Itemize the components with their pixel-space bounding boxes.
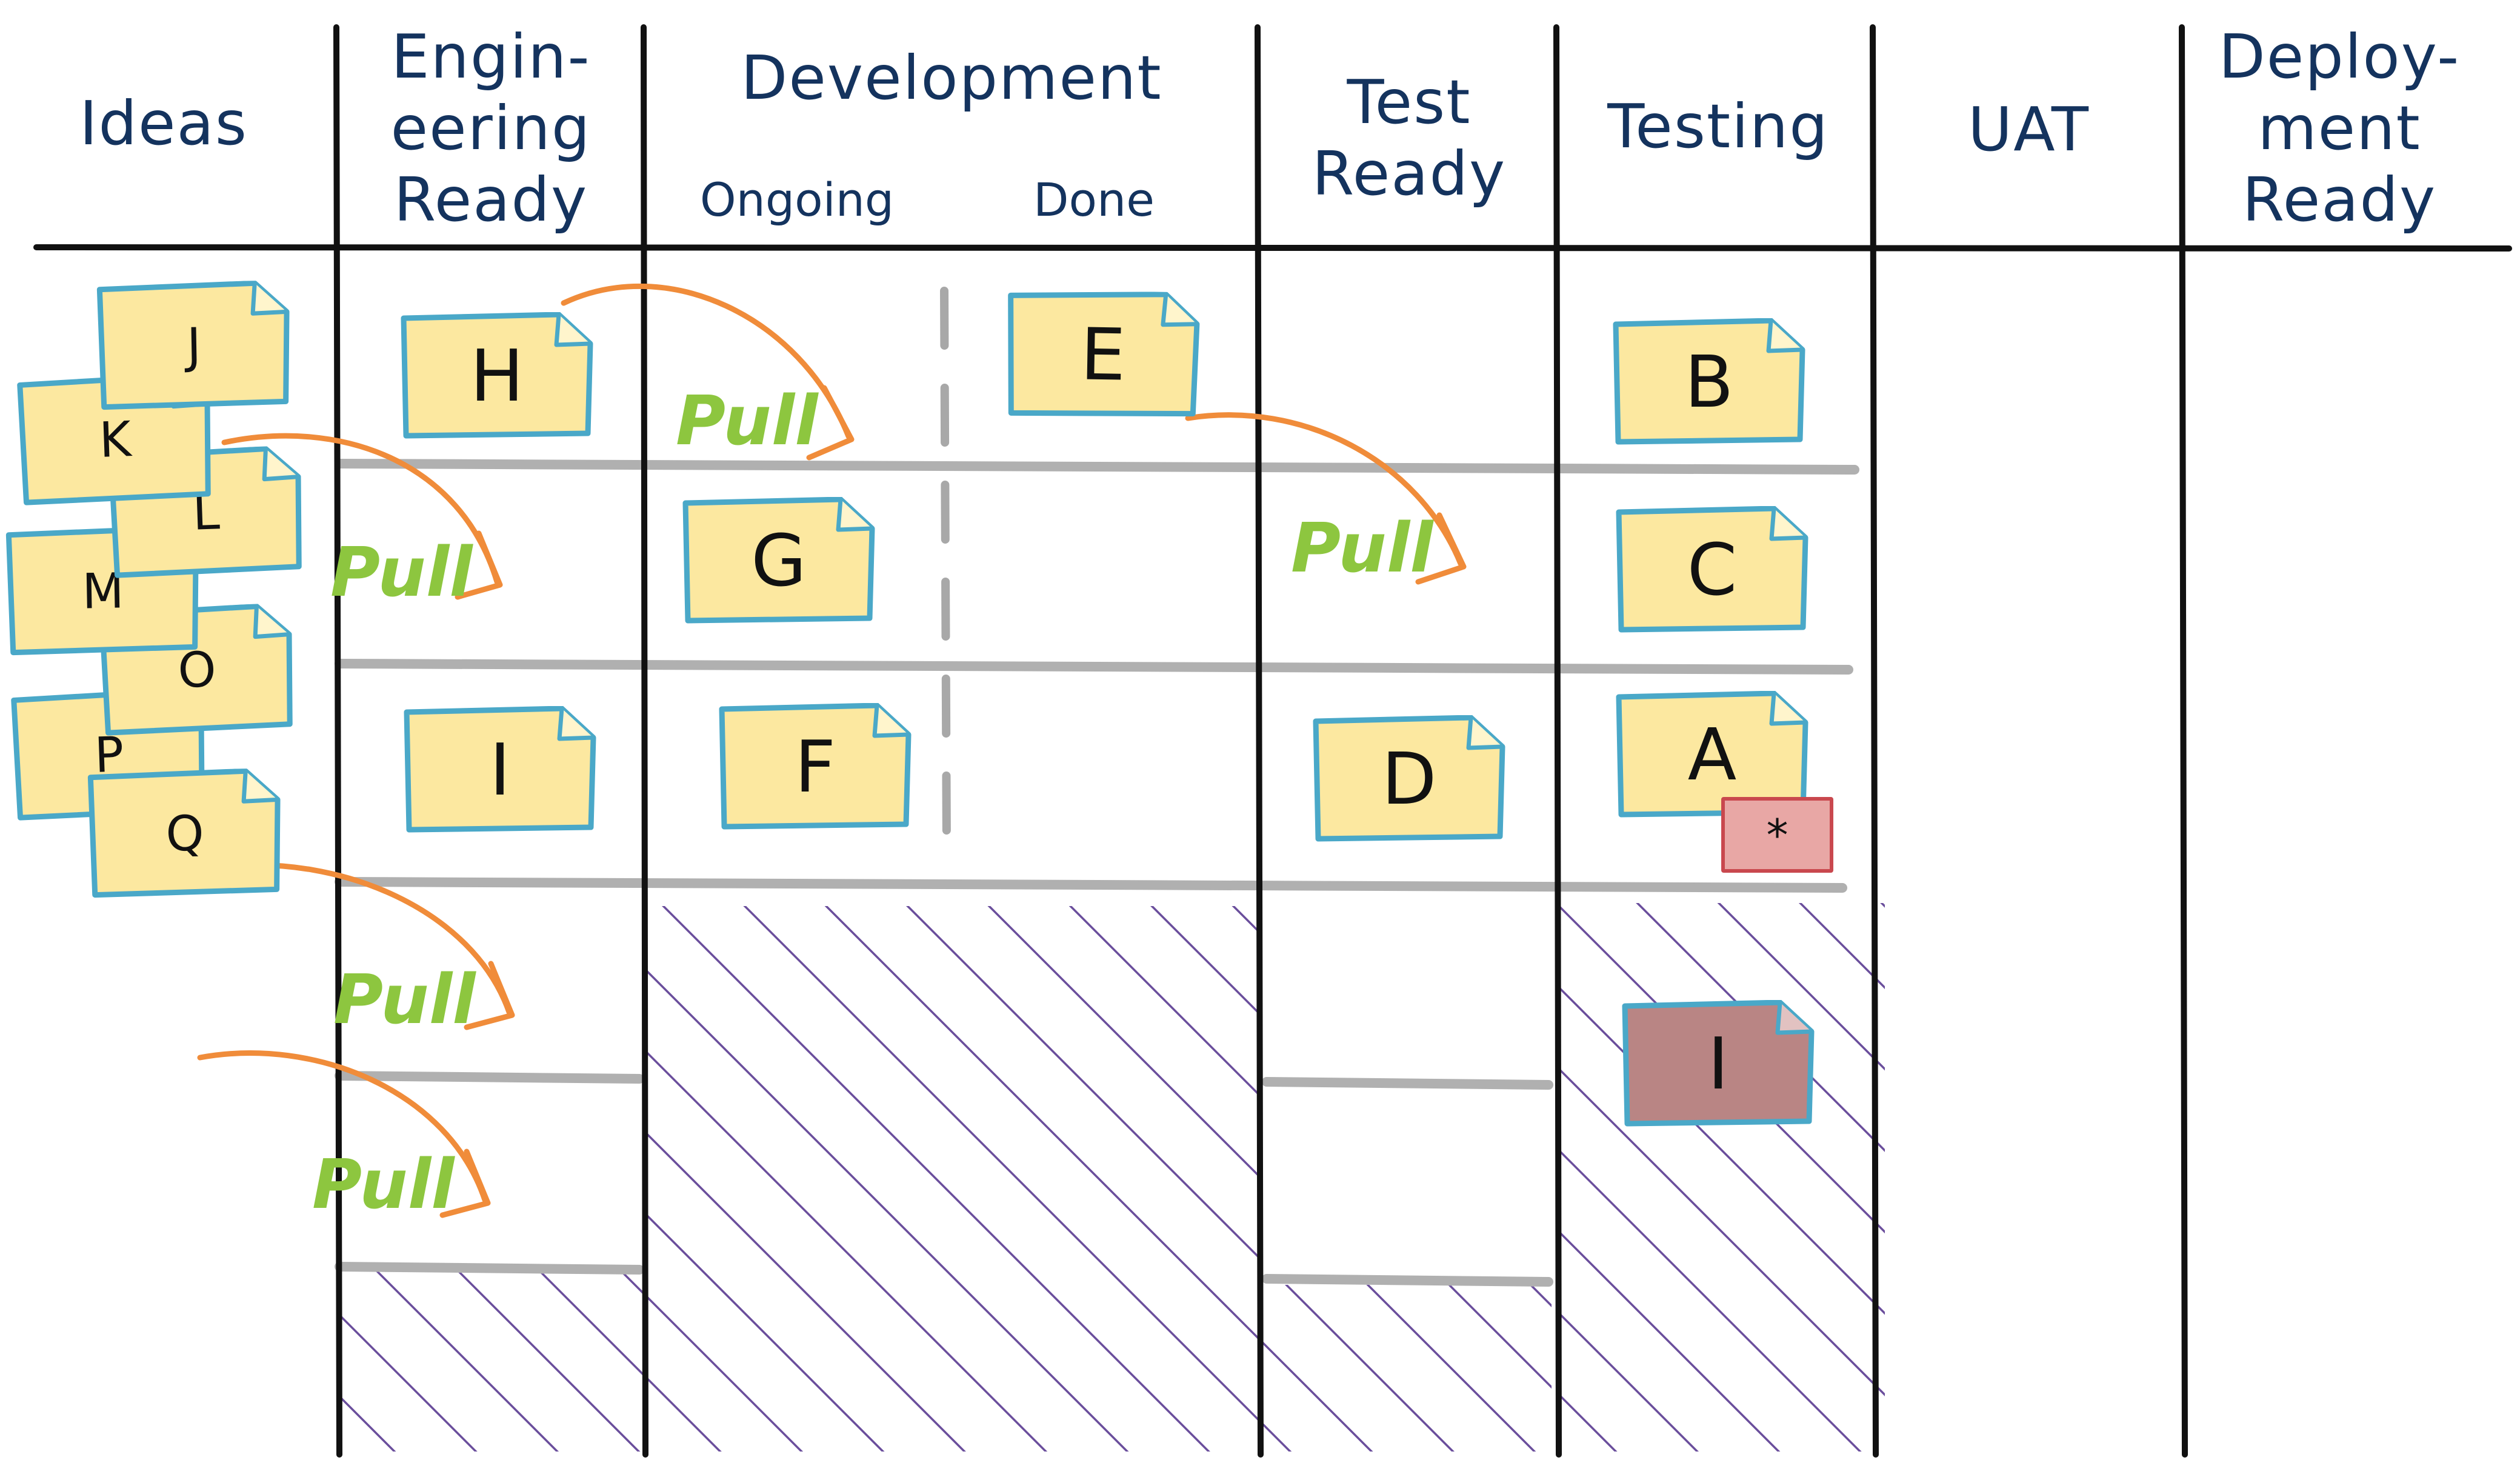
column-header-engineering-ready: Engin- eering Ready <box>390 21 592 235</box>
blocker-tag[interactable]: * <box>1721 797 1833 873</box>
column-divider <box>1553 24 1562 1458</box>
column-header-dev-done: Done <box>1033 173 1155 227</box>
row-line <box>1262 1077 1553 1090</box>
sticky-note[interactable]: F <box>718 703 912 830</box>
hatch-engineering-ready <box>336 1270 642 1452</box>
sticky-note-label: D <box>1381 737 1437 821</box>
hatch-testing <box>1558 903 1885 1452</box>
sticky-note-label: I <box>1707 1022 1729 1105</box>
column-header-ideas: Ideas <box>79 88 248 159</box>
column-header-testing: Testing <box>1607 91 1829 162</box>
pull-arrow <box>197 1050 488 1203</box>
sticky-note-label: I <box>489 728 511 812</box>
sticky-note[interactable]: B <box>1612 318 1806 445</box>
blocked-sticky-note[interactable]: I <box>1621 1000 1815 1127</box>
sticky-note-label: E <box>1079 312 1127 397</box>
hatch-development <box>645 906 1258 1452</box>
dev-dashed-divider <box>940 287 951 853</box>
sticky-note[interactable]: D <box>1312 715 1506 842</box>
column-header-development: Development <box>741 42 1162 113</box>
pull-label: Pull <box>330 533 473 612</box>
column-header-deployment-ready: Deploy- ment Ready <box>2218 21 2461 235</box>
sticky-note[interactable]: A <box>1615 691 1809 818</box>
sticky-note-label: F <box>795 725 836 808</box>
row-line <box>335 1071 644 1084</box>
sticky-note-label: A <box>1687 713 1737 796</box>
pull-arrow <box>1185 412 1464 567</box>
pull-label: Pull <box>333 961 476 1039</box>
sticky-note-label: J <box>186 317 202 374</box>
pull-arrow <box>455 530 503 600</box>
hatch-test-ready <box>1261 1285 1552 1452</box>
row-line <box>1262 1274 1553 1287</box>
sticky-note-label: Q <box>165 804 205 862</box>
sticky-note[interactable]: J <box>96 280 292 411</box>
sticky-note[interactable]: E <box>1005 289 1201 420</box>
column-header-uat: UAT <box>1968 94 2090 165</box>
column-header-dev-ongoing: Ongoing <box>699 173 895 227</box>
sticky-note[interactable]: G <box>682 497 876 624</box>
row-line <box>335 659 1853 675</box>
column-header-test-ready: Test Ready <box>1312 67 1507 209</box>
column-divider <box>641 24 648 1458</box>
header-divider <box>33 244 2512 252</box>
sticky-note-label: B <box>1684 340 1734 424</box>
pull-arrow <box>464 961 515 1030</box>
sticky-note[interactable]: C <box>1615 506 1809 633</box>
column-divider <box>1255 24 1264 1458</box>
column-divider <box>1870 24 1879 1458</box>
pull-arrow <box>439 1148 491 1218</box>
column-divider <box>2179 24 2188 1458</box>
sticky-note[interactable]: I <box>403 706 597 833</box>
sticky-note-label: H <box>470 334 524 418</box>
sticky-note-label: G <box>751 519 807 602</box>
column-divider <box>333 24 342 1458</box>
row-line <box>335 1262 644 1275</box>
pull-label: Pull <box>312 1145 455 1224</box>
pull-label: Pull <box>676 382 818 461</box>
sticky-note[interactable]: H <box>400 312 594 439</box>
sticky-note[interactable]: Q <box>87 768 283 899</box>
pull-arrow <box>806 385 855 461</box>
row-line <box>335 459 1859 475</box>
pull-label: Pull <box>1291 509 1433 588</box>
pull-arrow <box>1415 512 1467 585</box>
row-line <box>335 877 1847 893</box>
sticky-note-label: C <box>1687 528 1738 612</box>
